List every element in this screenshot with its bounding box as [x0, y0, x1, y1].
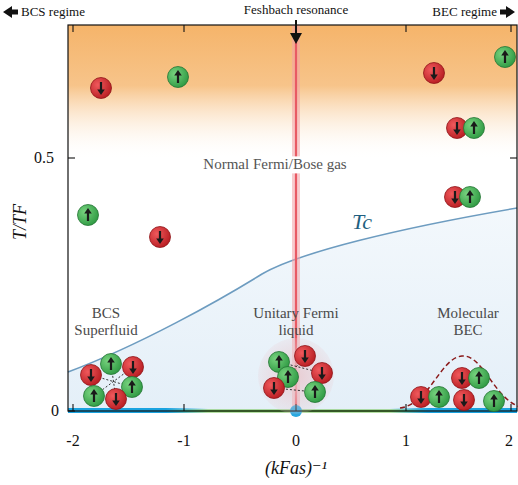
regime-label: BCS regime [21, 5, 85, 20]
phase-label: Normal Fermi/Bose gas [200, 156, 349, 173]
tick-label: -2 [66, 432, 79, 450]
tick-label: 0.5 [34, 149, 54, 167]
axis-title: T/TF [10, 204, 31, 240]
phase-label: Unitary Fermi liquid [248, 305, 344, 340]
curve-label: Tc [352, 209, 372, 234]
axis-title: (kFas)⁻¹ [265, 458, 327, 479]
phase-label: Molecular BEC [426, 305, 510, 340]
tick-label: -1 [177, 432, 190, 450]
regime-label: BEC regime [432, 5, 497, 20]
tick-label: 0 [51, 402, 59, 420]
phase-label: BCS Superfluid [64, 305, 148, 340]
tick-label: 0 [292, 432, 300, 450]
resonance-label: Feshbach resonance [244, 3, 348, 18]
tick-label: 2 [505, 432, 513, 450]
tick-label: 1 [402, 432, 410, 450]
